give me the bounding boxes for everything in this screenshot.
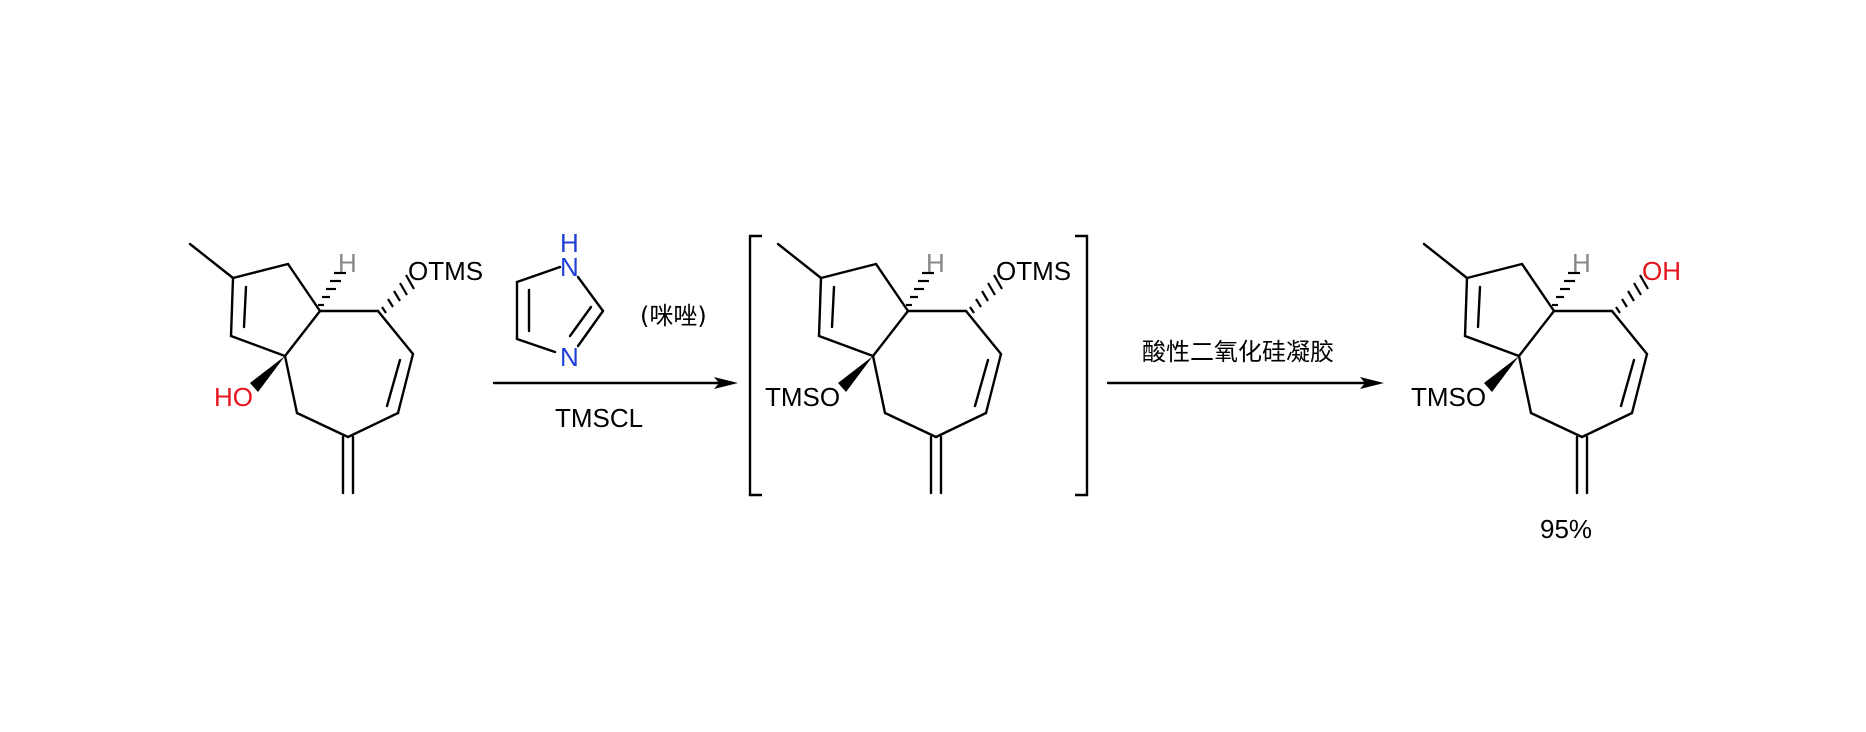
imidazole-nh-nitrogen: N (560, 252, 579, 282)
starting-material: H OTMS HO (188, 242, 483, 495)
otms-label: OTMS (408, 256, 483, 286)
acidic-silica-gel-label: 酸性二氧化硅凝胶 (1142, 338, 1334, 366)
intermediate: H OTMS TMSO (765, 242, 1071, 495)
imidazole-n-nitrogen: N (560, 342, 579, 372)
imidazole-nh-hydrogen: H (560, 228, 579, 258)
tmscl-label: TMSCL (555, 403, 643, 433)
stereo-h-label: H (1572, 248, 1591, 278)
stereo-h-label: H (338, 248, 357, 278)
reaction-arrow-1-head (714, 377, 738, 389)
ho-label: HO (214, 382, 253, 412)
imidazole-skeleton (515, 265, 605, 354)
product-skeleton (1422, 242, 1649, 495)
imidazole-name-label: (咪唑) (640, 302, 707, 330)
product: H OH TMSO (1411, 242, 1681, 495)
reaction-arrow-2-head (1360, 377, 1384, 389)
yield-label: 95% (1540, 514, 1592, 544)
imidazole-structure: H N N (515, 228, 605, 372)
intermediate-skeleton (776, 242, 1003, 495)
stereo-h-label: H (926, 248, 945, 278)
tmso-label: TMSO (765, 382, 840, 412)
reaction-arrow-1 (492, 377, 738, 389)
oh-label: OH (1642, 256, 1681, 286)
tmso-label: TMSO (1411, 382, 1486, 412)
reaction-arrow-2 (1106, 377, 1384, 389)
intermediate-bracket-left (748, 234, 762, 497)
otms-label: OTMS (996, 256, 1071, 286)
starting-material-skeleton (188, 242, 415, 495)
intermediate-bracket-right (1075, 234, 1089, 497)
